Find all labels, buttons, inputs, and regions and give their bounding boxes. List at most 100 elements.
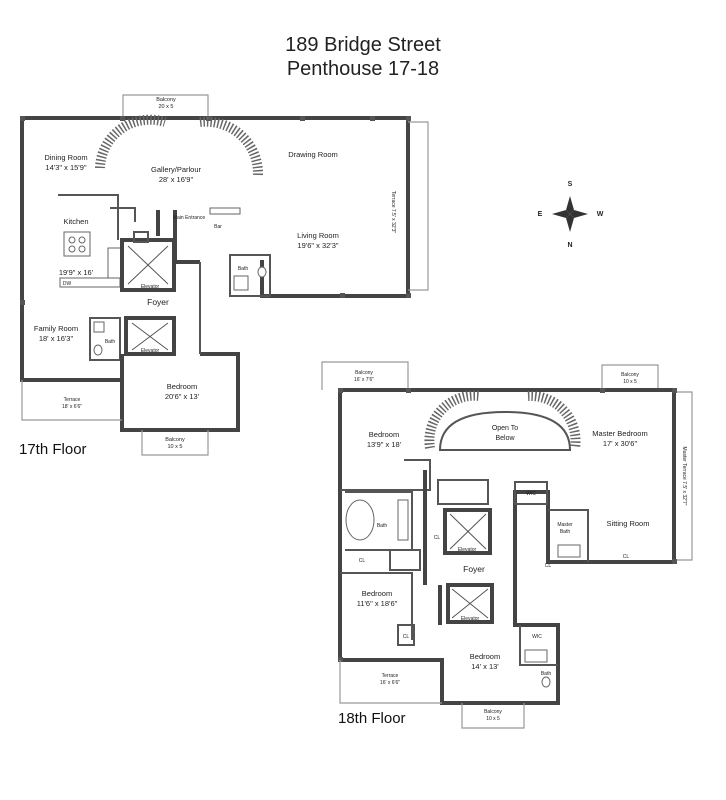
balcony-18-bottom-name: Balcony — [484, 709, 502, 715]
elevator-shaft-1 — [120, 238, 176, 292]
column — [406, 293, 411, 298]
closet — [133, 231, 149, 243]
elevator-x — [131, 322, 169, 351]
balcony-18-right-outline — [601, 364, 659, 390]
floor-17-label: 17th Floor — [19, 441, 87, 458]
open-to-below-rail — [438, 410, 572, 451]
elevator-x — [127, 245, 169, 285]
elevator-x — [451, 588, 489, 619]
open-to-below-line2: Below — [495, 435, 515, 442]
main-entrance-label: Main Entrance — [173, 215, 205, 221]
balcony-18-left-size: 16' x 7'6" — [354, 377, 374, 383]
bedroom1-name: Bedroom — [369, 430, 399, 439]
terrace-right-label: Terrace 7.5' x 32'3" — [390, 191, 396, 234]
family-room-name: Family Room — [34, 324, 78, 333]
terrace-right-outline — [408, 121, 429, 291]
master-terrace-outline — [674, 391, 693, 561]
elevator-1-label: Elevator — [141, 284, 160, 290]
burner-icon — [68, 236, 76, 244]
shower-icon — [233, 275, 249, 291]
refrigerator — [107, 247, 123, 279]
column — [406, 116, 411, 121]
column — [600, 388, 605, 393]
kitchen-island — [63, 231, 91, 257]
compass-e: E — [538, 211, 543, 218]
family-room-size: 18' x 16'3" — [39, 334, 74, 343]
column — [672, 388, 677, 393]
bedroom3-name: Bedroom — [470, 652, 500, 661]
powder-room — [437, 479, 489, 505]
balcony-top-name: Balcony — [156, 97, 176, 103]
bedroom-size: 20'6" x 13' — [165, 392, 200, 401]
cl4-label: CL — [623, 554, 630, 560]
column — [340, 293, 345, 298]
balcony-18-bottom-size: 10 x 5 — [486, 716, 500, 722]
gallery-name: Gallery/Parlour — [151, 165, 202, 174]
balcony-18-right-size: 10 x 5 — [623, 379, 637, 385]
bedroom1-wall — [340, 459, 431, 491]
balcony-18-left-outline — [321, 361, 409, 390]
terrace-18-outline — [339, 660, 442, 704]
master-tub — [557, 544, 581, 558]
cl3-label: CL — [403, 634, 410, 640]
bedroom3-size: 14' x 13' — [471, 662, 499, 671]
sitting-room-label: Sitting Room — [607, 519, 650, 528]
drawing-room-name: Drawing Room — [288, 150, 338, 159]
bath-18-wall — [345, 491, 413, 551]
title-unit: Penthouse 17-18 — [286, 58, 440, 80]
column — [370, 116, 375, 121]
cl1-label: CL — [434, 535, 441, 541]
bath-18b-label: Bath — [541, 671, 552, 677]
master-bath-line1: Master — [557, 522, 573, 528]
cl2-label: CL — [359, 558, 366, 564]
curved-stair-right — [199, 116, 264, 176]
title-address: 189 Bridge Street — [285, 34, 441, 56]
toilet-icon — [541, 676, 551, 688]
curved-stair-18-right — [527, 390, 581, 449]
column — [20, 300, 25, 305]
burner-icon — [68, 245, 76, 253]
sink-icon — [93, 321, 105, 333]
dining-room-name: Dining Room — [44, 153, 87, 162]
compass-s: S — [568, 181, 573, 188]
balcony-18-right-name: Balcony — [621, 372, 639, 378]
closet — [389, 549, 421, 571]
burner-icon — [78, 236, 86, 244]
elevator-shaft-2 — [124, 316, 176, 356]
elevator-18-shaft-2 — [446, 583, 494, 624]
elevator-18-2-label: Elevator — [461, 616, 480, 622]
terrace-size: 18' x 6'6" — [62, 404, 82, 410]
kitchen-wall — [58, 194, 119, 240]
compass-w: W — [597, 211, 604, 218]
vanity — [397, 499, 409, 541]
bath-18-tub — [524, 649, 548, 663]
master-terrace-label: Master Terrace 7.5' x 32'7" — [681, 447, 687, 506]
column — [338, 657, 343, 662]
floor-18-label: 18th Floor — [338, 710, 406, 727]
burner-icon — [78, 245, 86, 253]
kitchen-size: 19'9" x 16' — [59, 268, 94, 277]
bedroom-name: Bedroom — [167, 382, 197, 391]
gallery-size: 28' x 16'9" — [159, 175, 194, 184]
bedroom1-size: 13'9" x 18' — [367, 440, 402, 449]
foyer-label: Foyer — [147, 297, 169, 307]
bedroom2-wall — [340, 572, 413, 640]
balcony-top-size: 20 x 5 — [159, 104, 174, 110]
bathtub-icon — [345, 499, 375, 541]
bath-right-label: Bath — [238, 266, 249, 272]
compass-arrow-n — [566, 214, 574, 232]
foyer-walls — [423, 470, 442, 625]
compass-arrow-w — [570, 210, 588, 218]
kitchen-name: Kitchen — [63, 217, 88, 226]
balcony-bottom-size: 10 x 5 — [168, 444, 183, 450]
bar-counter — [209, 207, 241, 215]
bar-label: Bar — [214, 224, 222, 230]
compass-n: N — [567, 242, 572, 249]
elevator-2-label: Elevator — [141, 348, 160, 354]
column — [300, 116, 305, 121]
bath-17-right — [229, 254, 271, 297]
floor-18-plan: Balcony 16' x 7'6" Balcony 10 x 5 Master… — [321, 361, 693, 729]
column — [120, 116, 125, 121]
wic-master — [514, 481, 548, 505]
column — [338, 388, 343, 393]
